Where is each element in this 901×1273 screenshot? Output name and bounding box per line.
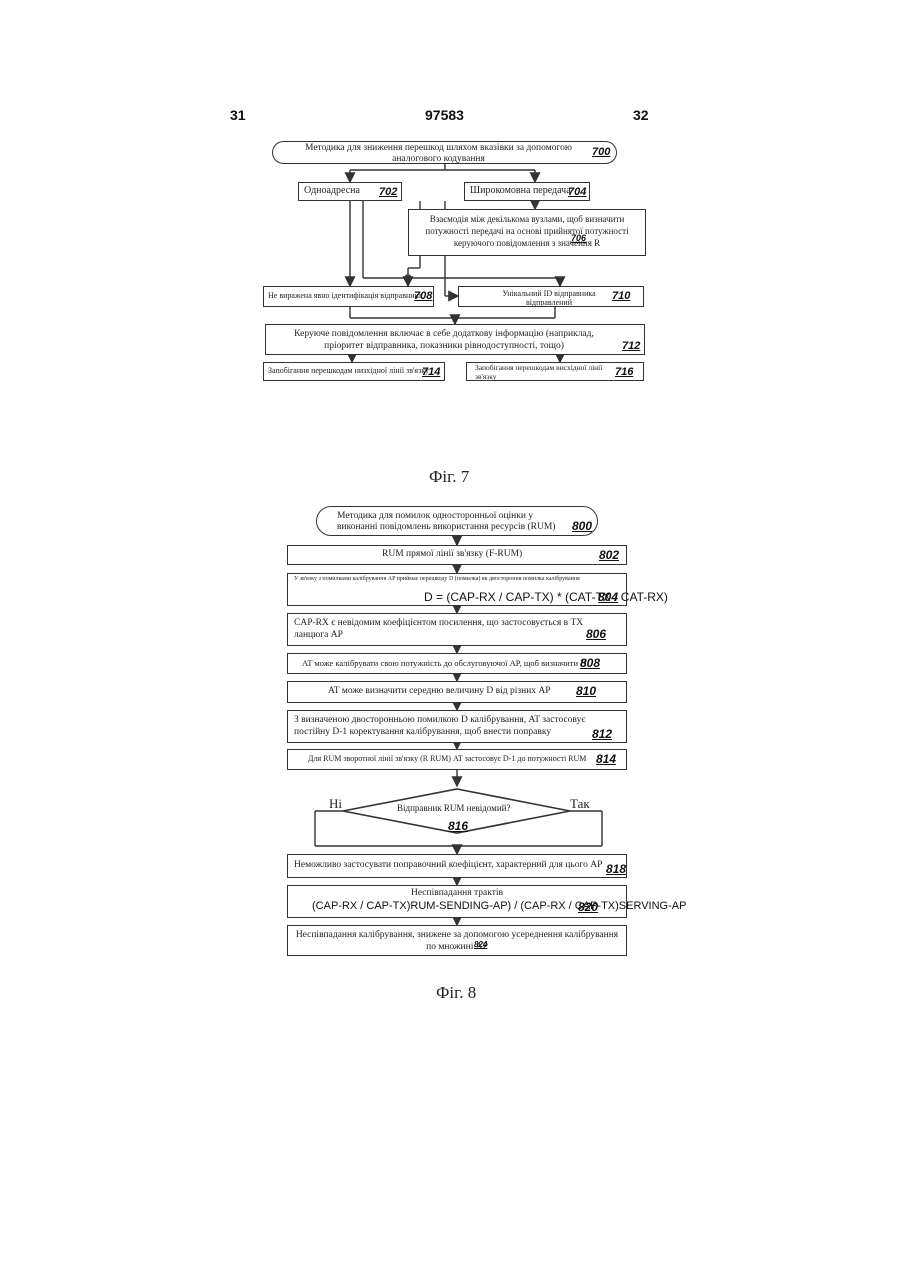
box-702-text: Одноадресна передача — [304, 185, 360, 201]
box-716-text: Запобігання перешкодам висхідної лінії з… — [475, 363, 602, 381]
box-820-text: Неспівпадання трактів — [411, 888, 503, 898]
box-806: CAP-RX є невідомим коефіцієнтом посиленн… — [287, 613, 627, 646]
box-806-number: 806 — [586, 627, 606, 641]
box-712: Керуюче повідомлення включає в себе дода… — [265, 324, 645, 355]
box-808-text: AT може калібрувати свою потужність до о… — [302, 658, 586, 668]
decision-816-text: Відправник RUM невідомий? — [397, 803, 510, 813]
box-802: RUM прямої лінії зв'язку (F-RUM) — [287, 545, 627, 565]
box-706: Взаємодія між декількома вузлами, щоб ви… — [408, 209, 646, 256]
decision-no-label: Ні — [329, 796, 342, 812]
box-804-text: У зв'язку з помилками калібрування AP пр… — [294, 576, 580, 582]
box-808-number: 808 — [580, 656, 600, 670]
box-706-number: 706 — [571, 233, 586, 243]
box-804-formula: D = (CAP-RX / CAP-TX) * (CAT-TX / CAT-RX… — [424, 590, 668, 604]
box-812-text: З визначеною двосторонньою помилкою D ка… — [294, 715, 585, 737]
box-706-text: Взаємодія між декількома вузлами, щоб ви… — [425, 214, 628, 248]
box-702-number: 702 — [379, 186, 397, 198]
box-824-text: Неспівпадання калібрування, знижене за д… — [296, 930, 618, 952]
box-714-number: 714 — [422, 366, 440, 378]
box-712-text: Керуюче повідомлення включає в себе дода… — [294, 329, 594, 351]
box-820-formula: (CAP-RX / CAP-TX)RUM-SENDING-AP) / (CAP-… — [312, 900, 686, 912]
figure-7-caption: Фіг. 7 — [429, 467, 469, 487]
box-808: AT може калібрувати свою потужність до о… — [287, 653, 627, 674]
box-818-number: 818 — [606, 862, 626, 876]
box-710-text: Унікальний ID відправника відправлений — [502, 289, 595, 307]
box-708-text: Не виражена явно ідентифікація відправни… — [268, 291, 422, 300]
decision-816-number: 816 — [448, 819, 468, 833]
box-804-number: 804 — [598, 590, 618, 604]
box-712-number: 712 — [622, 340, 640, 352]
box-710-number: 710 — [612, 290, 630, 302]
box-824: Неспівпадання калібрування, знижене за д… — [287, 925, 627, 956]
box-818-text: Неможливо застосувати поправочний коефіц… — [294, 860, 602, 870]
box-704-text: Широкомовна передача — [470, 185, 571, 196]
box-714: Запобігання перешкодам низхідної лінії з… — [263, 362, 445, 381]
box-800-number: 800 — [572, 519, 592, 533]
box-714-text: Запобігання перешкодам низхідної лінії з… — [268, 366, 429, 375]
box-818: Неможливо застосувати поправочний коефіц… — [287, 854, 627, 878]
box-812: З визначеною двосторонньою помилкою D ка… — [287, 710, 627, 743]
decision-yes-label: Так — [570, 796, 590, 812]
box-700: Методика для зниження перешкод шляхом вк… — [272, 141, 617, 164]
box-810-number: 810 — [576, 684, 596, 698]
box-814-text: Для RUM зворотної лінії зв'язку (R RUM) … — [308, 754, 586, 763]
box-802-text: RUM прямої лінії зв'язку (F-RUM) — [382, 549, 522, 559]
box-800: Методика для помилок односторонньої оцін… — [316, 506, 598, 536]
box-800-text: Методика для помилок односторонньої оцін… — [337, 511, 555, 532]
box-806-text: CAP-RX є невідомим коефіцієнтом посиленн… — [294, 618, 583, 640]
box-810-text: AT може визначити середню величину D від… — [328, 686, 551, 696]
box-812-number: 812 — [592, 727, 612, 741]
box-708: Не виражена явно ідентифікація відправни… — [263, 286, 434, 307]
box-700-text: Методика для зниження перешкод шляхом вк… — [305, 143, 572, 164]
box-708-number: 708 — [414, 290, 432, 302]
box-824-number: 824 — [474, 940, 487, 949]
box-802-number: 802 — [599, 548, 619, 562]
box-704-number: 704 — [568, 186, 586, 198]
box-814: Для RUM зворотної лінії зв'язку (R RUM) … — [287, 749, 627, 770]
box-814-number: 814 — [596, 752, 616, 766]
box-700-number: 700 — [592, 146, 610, 158]
figure-8-caption: Фіг. 8 — [436, 983, 476, 1003]
box-716-number: 716 — [615, 366, 633, 378]
box-820-number: 820 — [578, 900, 598, 914]
